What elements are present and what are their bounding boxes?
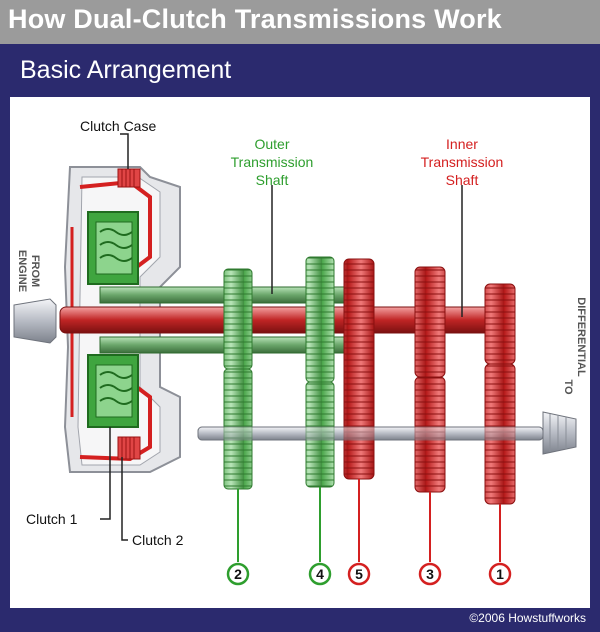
subtitle: Basic Arrangement <box>20 56 232 84</box>
to-differential-label-line1: TO <box>562 379 574 395</box>
clutch-case-label: Clutch Case <box>80 118 156 134</box>
engine-input-shaft <box>13 298 57 344</box>
inner-shaft-label-line2: Transmission <box>421 154 504 170</box>
gear-badge-2: 2 <box>226 562 250 586</box>
outer-shaft-label-line3: Shaft <box>256 172 289 188</box>
gear-badge-4: 4 <box>308 562 332 586</box>
gear-badge-1: 1 <box>488 562 512 586</box>
title-bar: How Dual-Clutch Transmissions Work <box>0 0 600 44</box>
from-engine-label-line1: FROM <box>29 255 41 287</box>
from-engine-label-line2: ENGINE <box>16 250 28 292</box>
inner-shaft-label-line3: Shaft <box>446 172 479 188</box>
outer-shaft-label-line1: Outer <box>254 136 289 152</box>
inner-shaft-label-line1: Inner <box>446 136 478 152</box>
diagram-panel: 2 4 5 3 1 Clutch Case Outer Transmission… <box>10 97 590 608</box>
transmission-diagram: 2 4 5 3 1 Clutch Case Outer Transmission… <box>13 118 587 586</box>
clutch-1 <box>87 211 139 428</box>
clutch-1-label: Clutch 1 <box>26 511 78 527</box>
gear-badge-5: 5 <box>347 562 371 586</box>
outer-shaft-label-line2: Transmission <box>231 154 314 170</box>
gear-number: 1 <box>496 566 504 582</box>
page-title: How Dual-Clutch Transmissions Work <box>8 4 502 34</box>
gear-number: 3 <box>426 566 434 582</box>
upper-gears <box>223 256 516 480</box>
copyright: ©2006 Howstuffworks <box>469 611 586 625</box>
gear-badge-3: 3 <box>418 562 442 586</box>
to-differential-label-line2: DIFFERENTIAL <box>575 297 587 377</box>
gear-number: 5 <box>355 566 363 582</box>
gear-number: 4 <box>316 566 324 582</box>
output-cone <box>542 411 577 455</box>
leader-lines <box>100 133 463 541</box>
clutch-2-label: Clutch 2 <box>132 532 184 548</box>
gear-number: 2 <box>234 566 242 582</box>
